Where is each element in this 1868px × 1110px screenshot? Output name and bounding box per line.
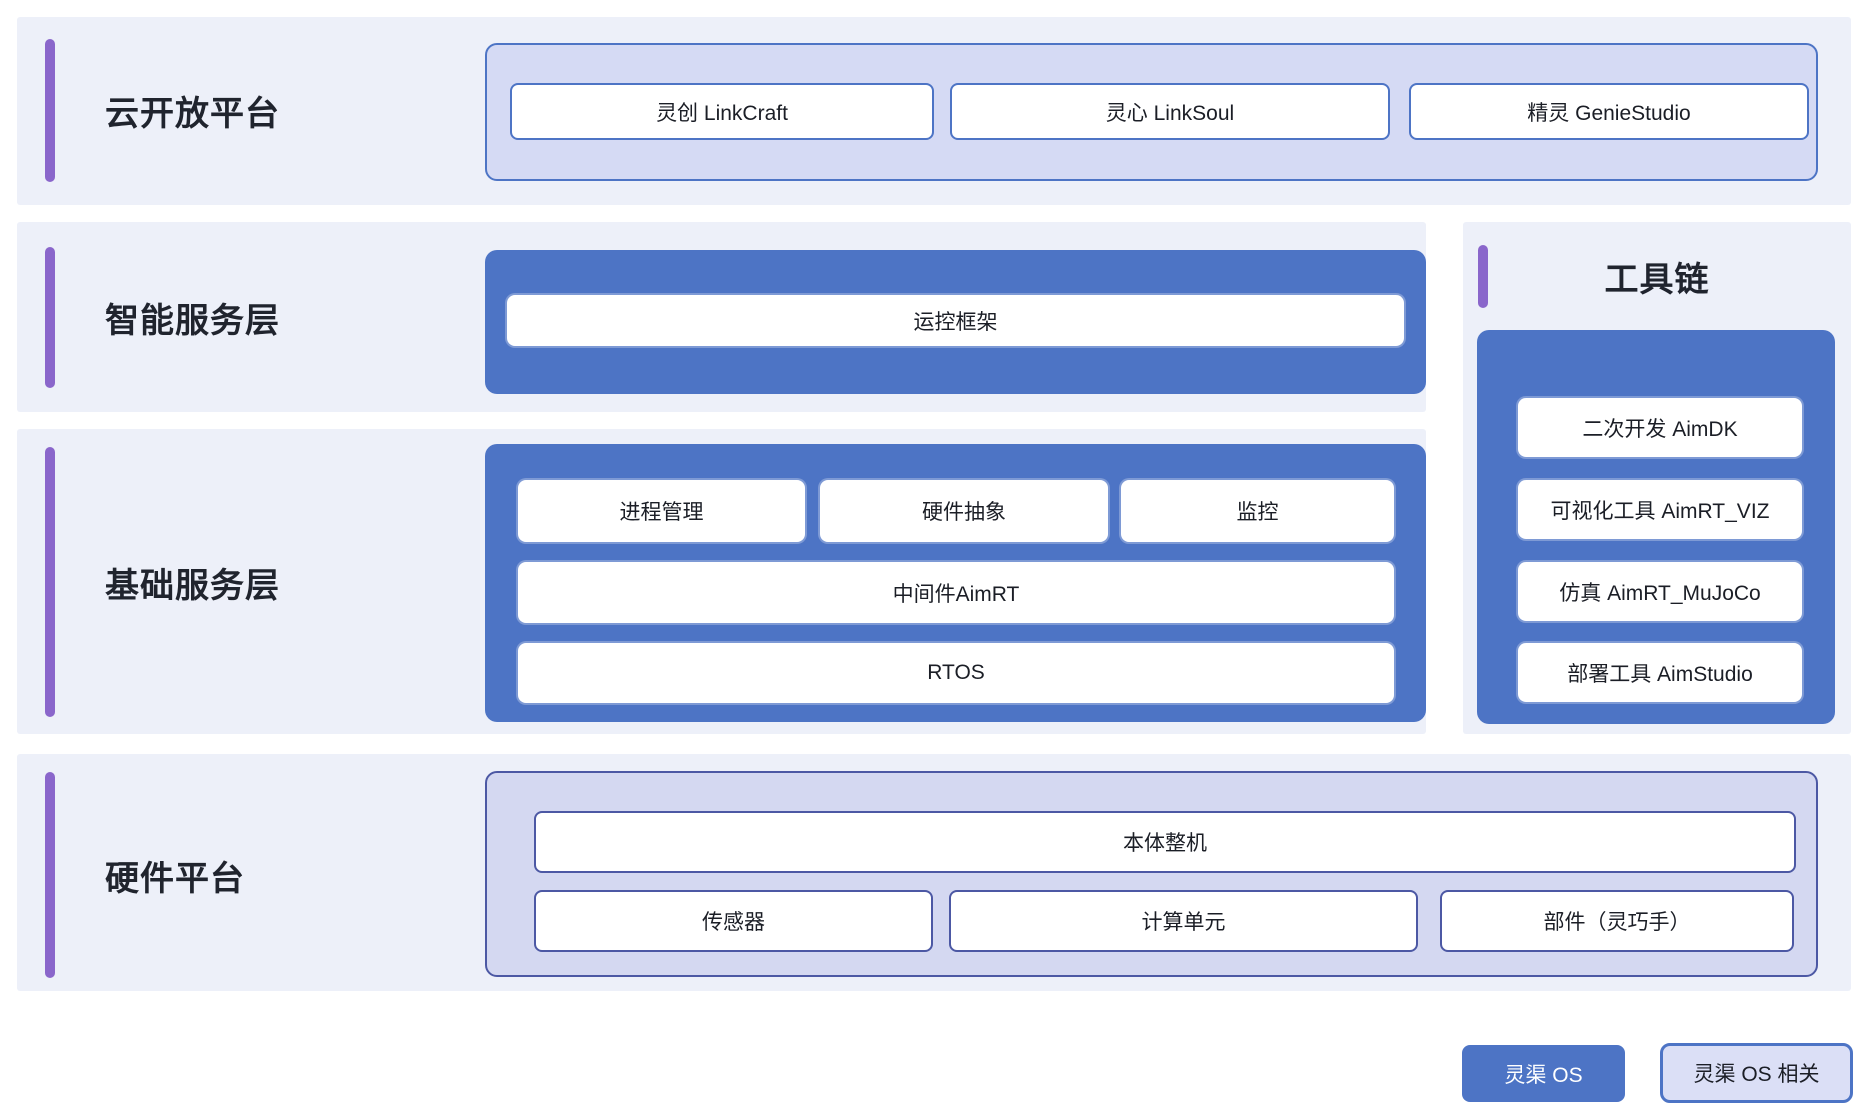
accent-bar-cloud bbox=[45, 39, 55, 182]
node-aimdk: 二次开发 AimDK bbox=[1518, 398, 1802, 457]
node-hardware-abstraction: 硬件抽象 bbox=[820, 480, 1108, 542]
node-middleware-aimrt: 中间件AimRT bbox=[518, 562, 1394, 623]
node-process-management: 进程管理 bbox=[518, 480, 805, 542]
node-rtos: RTOS bbox=[518, 643, 1394, 703]
hardware-platform-title: 硬件平台 bbox=[105, 859, 245, 898]
legend-lingqu-os: 灵渠 OS bbox=[1462, 1045, 1625, 1102]
node-geniestudio: 精灵 GenieStudio bbox=[1409, 83, 1809, 140]
intelligent-layer-title: 智能服务层 bbox=[105, 302, 280, 340]
node-linksoul: 灵心 LinkSoul bbox=[950, 83, 1390, 140]
toolchain-title: 工具链 bbox=[1604, 261, 1710, 299]
accent-bar-basic bbox=[45, 447, 55, 717]
node-robot-body: 本体整机 bbox=[534, 811, 1796, 873]
node-linkcraft: 灵创 LinkCraft bbox=[510, 83, 934, 140]
accent-bar-toolchain bbox=[1478, 245, 1488, 308]
node-components-dexterous-hand: 部件（灵巧手） bbox=[1440, 890, 1794, 952]
node-compute-unit: 计算单元 bbox=[949, 890, 1418, 952]
cloud-platform-title: 云开放平台 bbox=[105, 95, 280, 133]
node-sensors: 传感器 bbox=[534, 890, 933, 952]
node-aimstudio: 部署工具 AimStudio bbox=[1518, 643, 1802, 702]
node-motion-control-framework: 运控框架 bbox=[507, 295, 1404, 346]
node-aimrt-mujoco: 仿真 AimRT_MuJoCo bbox=[1518, 562, 1802, 621]
node-aimrt-viz: 可视化工具 AimRT_VIZ bbox=[1518, 480, 1802, 539]
node-monitoring: 监控 bbox=[1121, 480, 1394, 542]
accent-bar-hardware bbox=[45, 772, 55, 978]
legend-lingqu-os-related: 灵渠 OS 相关 bbox=[1660, 1043, 1853, 1103]
accent-bar-intelligent bbox=[45, 247, 55, 388]
basic-layer-title: 基础服务层 bbox=[105, 566, 280, 605]
